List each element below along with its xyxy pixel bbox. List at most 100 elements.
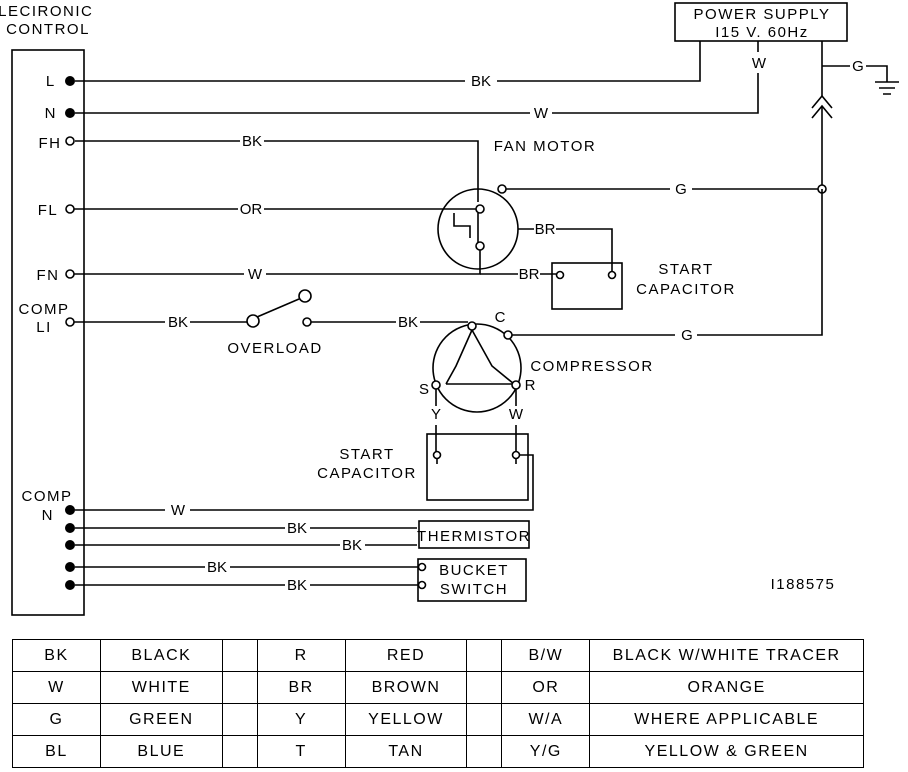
legend-row: BL BLUE T TAN Y/G YELLOW & GREEN xyxy=(12,735,864,768)
wire-label-thermistor-1: BK xyxy=(287,520,307,537)
overload-label: OVERLOAD xyxy=(227,340,322,357)
terminal-comp-n xyxy=(65,505,75,515)
legend-color: WHERE APPLICABLE xyxy=(589,703,864,736)
legend-code: BR xyxy=(256,671,346,704)
fan-cap-terminal-2 xyxy=(607,270,617,280)
compressor-label: COMPRESSOR xyxy=(530,358,653,375)
compressor-icon xyxy=(432,323,522,413)
wire-label-l-bk: BK xyxy=(471,73,491,90)
wire-label-comp-l1-bk: BK xyxy=(168,314,188,331)
part-number: I188575 xyxy=(771,576,836,593)
wire-fan-br xyxy=(518,228,613,274)
wires-thermistor xyxy=(75,527,417,546)
wiring-diagram: ELECIRONIC CONTROL L N FH FL FN COMP LI … xyxy=(0,2,899,616)
legend-code: OR xyxy=(501,671,591,704)
terminal-bucket-2 xyxy=(65,580,75,590)
terminal-fn xyxy=(65,269,75,279)
thermistor-box xyxy=(418,520,530,549)
wires-bucket xyxy=(75,566,418,586)
terminal-thermistor-1 xyxy=(65,523,75,533)
comp-cap-terminal-1 xyxy=(432,450,442,460)
wire-fh-bk xyxy=(75,140,479,202)
wire-label-thermistor-2: BK xyxy=(342,537,362,554)
ground-wire xyxy=(821,41,888,96)
fan-cap-label-line1: START xyxy=(658,261,713,278)
wire-label-fh-bk: BK xyxy=(242,133,262,150)
wire-label-compressor-g: G xyxy=(681,327,693,344)
legend-code: B/W xyxy=(501,639,591,672)
legend-color: GREEN xyxy=(99,703,223,736)
terminal-fh xyxy=(65,136,75,146)
terminal-n xyxy=(65,108,75,118)
power-supply-line2: I15 V. 60Hz xyxy=(715,24,809,41)
legend-code: W xyxy=(12,671,101,704)
legend-color: BROWN xyxy=(344,671,468,704)
compressor-terminal-c xyxy=(467,321,477,331)
terminal-label-comp-n-b: N xyxy=(42,507,53,524)
wire-label-fan-br: BR xyxy=(535,221,556,238)
legend-spacer xyxy=(466,639,503,672)
legend-row: BK BLACK R RED B/W BLACK W/WHITE TRACER xyxy=(12,639,864,672)
legend-code: Y xyxy=(256,703,346,736)
comp-cap-leads xyxy=(436,459,517,464)
terminal-fl xyxy=(65,204,75,214)
terminal-label-fh: FH xyxy=(39,135,62,152)
control-title-line1: ELECIRONIC xyxy=(0,3,93,20)
terminal-comp-l1 xyxy=(65,317,75,327)
legend-spacer xyxy=(221,703,258,736)
control-title-line2: CONTROL xyxy=(6,21,90,38)
power-supply-box xyxy=(674,2,848,42)
wire-label-bucket-1: BK xyxy=(207,559,227,576)
legend-color: BLACK W/WHITE TRACER xyxy=(589,639,864,672)
legend-spacer xyxy=(221,639,258,672)
ground-label: G xyxy=(852,58,864,75)
wire-l-bk xyxy=(75,41,701,82)
terminal-bucket-1 xyxy=(65,562,75,572)
wire-label-fan-g: G xyxy=(675,181,687,198)
bucket-switch-box xyxy=(417,558,527,602)
compressor-windings xyxy=(445,329,515,385)
legend-color: WHITE xyxy=(99,671,223,704)
legend-color: YELLOW & GREEN xyxy=(589,735,864,768)
terminal-thermistor-2 xyxy=(65,540,75,550)
wire-label-fn-w: W xyxy=(248,266,263,283)
wire-color-legend: BK BLACK R RED B/W BLACK W/WHITE TRACER … xyxy=(12,639,864,768)
legend-color: BLACK xyxy=(99,639,223,672)
bucket-label-line2: SWITCH xyxy=(440,581,508,598)
compressor-start-capacitor xyxy=(426,433,529,501)
fan-start-capacitor xyxy=(551,262,623,310)
wire-label-bucket-2: BK xyxy=(287,577,307,594)
comp-cap-terminal-2 xyxy=(511,450,521,460)
wire-label-comp-y: Y xyxy=(431,406,441,423)
fan-ground-terminal xyxy=(497,184,507,194)
legend-row: W WHITE BR BROWN OR ORANGE xyxy=(12,671,864,704)
legend-color: ORANGE xyxy=(589,671,864,704)
wire-compressor-g xyxy=(512,189,823,336)
legend-color: RED xyxy=(344,639,468,672)
bucket-terminal-1 xyxy=(417,562,427,572)
legend-code: R xyxy=(256,639,346,672)
compressor-r-label: R xyxy=(525,377,536,394)
terminal-label-n: N xyxy=(45,105,56,122)
wire-label-overload-bk: BK xyxy=(398,314,418,331)
comp-cap-label-line2: CAPACITOR xyxy=(317,465,417,482)
overload-contact-2 xyxy=(298,289,312,303)
fan-terminal-n xyxy=(475,241,485,251)
overload-contact-3 xyxy=(302,317,312,327)
terminal-label-comp-l1-a: COMP xyxy=(19,301,70,318)
fan-cap-terminal-1 xyxy=(555,270,565,280)
wire-fn-w xyxy=(74,250,481,275)
legend-color: YELLOW xyxy=(344,703,468,736)
wire-n-w xyxy=(75,41,759,114)
legend-row: G GREEN Y YELLOW W/A WHERE APPLICABLE xyxy=(12,703,864,736)
legend-spacer xyxy=(466,703,503,736)
compressor-s-label: S xyxy=(419,381,429,398)
wire-label-fn-br: BR xyxy=(519,266,540,283)
wire-comp-n-w xyxy=(75,454,534,511)
legend-color: BLUE xyxy=(99,735,223,768)
legend-spacer xyxy=(466,735,503,768)
compressor-ground-terminal xyxy=(503,330,513,340)
legend-code: W/A xyxy=(501,703,591,736)
terminal-label-fn: FN xyxy=(37,267,60,284)
bucket-label-line1: BUCKET xyxy=(439,562,509,579)
